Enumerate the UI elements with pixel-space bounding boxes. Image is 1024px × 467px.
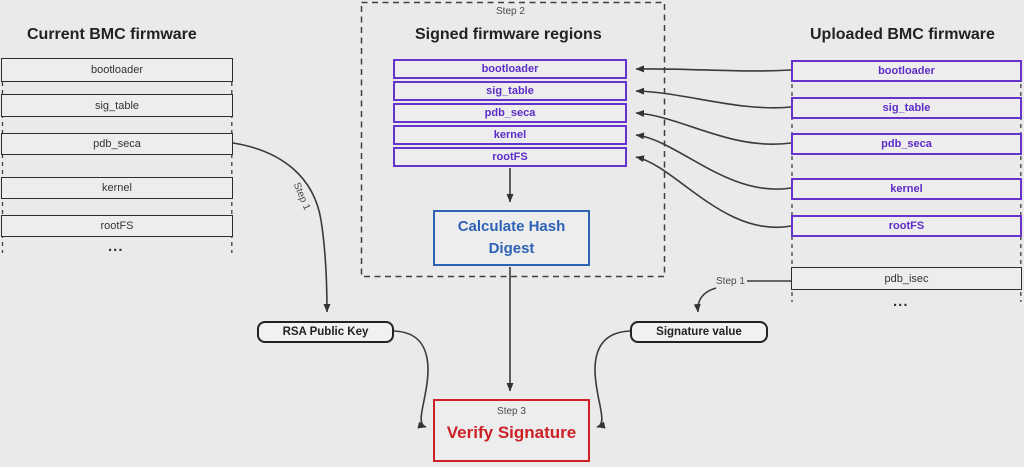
rsa-public-key-box: RSA Public Key: [257, 321, 394, 343]
step2-dashed-border: [360, 1, 666, 278]
signature-value-box: Signature value: [630, 321, 768, 343]
current-region-kernel: kernel: [1, 177, 233, 199]
calculate-hash-digest-box: Calculate Hash Digest: [433, 210, 590, 266]
rsa-to-verify-arrow: [393, 330, 429, 429]
current-region-rootfs: rootFS: [1, 215, 233, 237]
signed-region-kernel: kernel: [393, 125, 627, 145]
verify-signature-box: Step 3 Verify Signature: [433, 399, 590, 462]
current-region-pdb-seca: pdb_seca: [1, 133, 233, 155]
signed-region-pdb-seca: pdb_seca: [393, 103, 627, 123]
uploaded-region-sig-table: sig_table: [791, 97, 1022, 119]
step3-label: Step 3: [497, 406, 526, 417]
uploaded-ellipsis: ...: [893, 293, 909, 310]
pdbseca-to-rsa-arrow: [232, 142, 331, 313]
signed-region-rootfs: rootFS: [393, 147, 627, 167]
current-region-bootloader: bootloader: [1, 58, 233, 82]
uploaded-region-pdb-seca: pdb_seca: [791, 133, 1022, 155]
uploaded-region-bootloader: bootloader: [791, 60, 1022, 82]
uploaded-region-rootfs: rootFS: [791, 215, 1022, 237]
region-copy-arrows: [635, 65, 792, 229]
current-ellipsis: ...: [108, 238, 124, 255]
step2-label: Step 2: [496, 6, 525, 17]
step1-to-signature-arrow: [693, 287, 717, 313]
signature-to-verify-arrow: [594, 330, 631, 429]
uploaded-region-kernel: kernel: [791, 178, 1022, 200]
signed-region-sig-table: sig_table: [393, 81, 627, 101]
current-region-sig-table: sig_table: [1, 94, 233, 117]
signed-regions-title: Signed firmware regions: [415, 26, 602, 43]
uploaded-region-pdb-isec: pdb_isec: [791, 267, 1022, 290]
verify-signature-label: Verify Signature: [446, 423, 577, 442]
uploaded-firmware-title: Uploaded BMC firmware: [810, 26, 995, 43]
current-firmware-title: Current BMC firmware: [27, 26, 197, 43]
step1-right-label: Step 1: [716, 276, 745, 287]
signed-region-bootloader: bootloader: [393, 59, 627, 79]
